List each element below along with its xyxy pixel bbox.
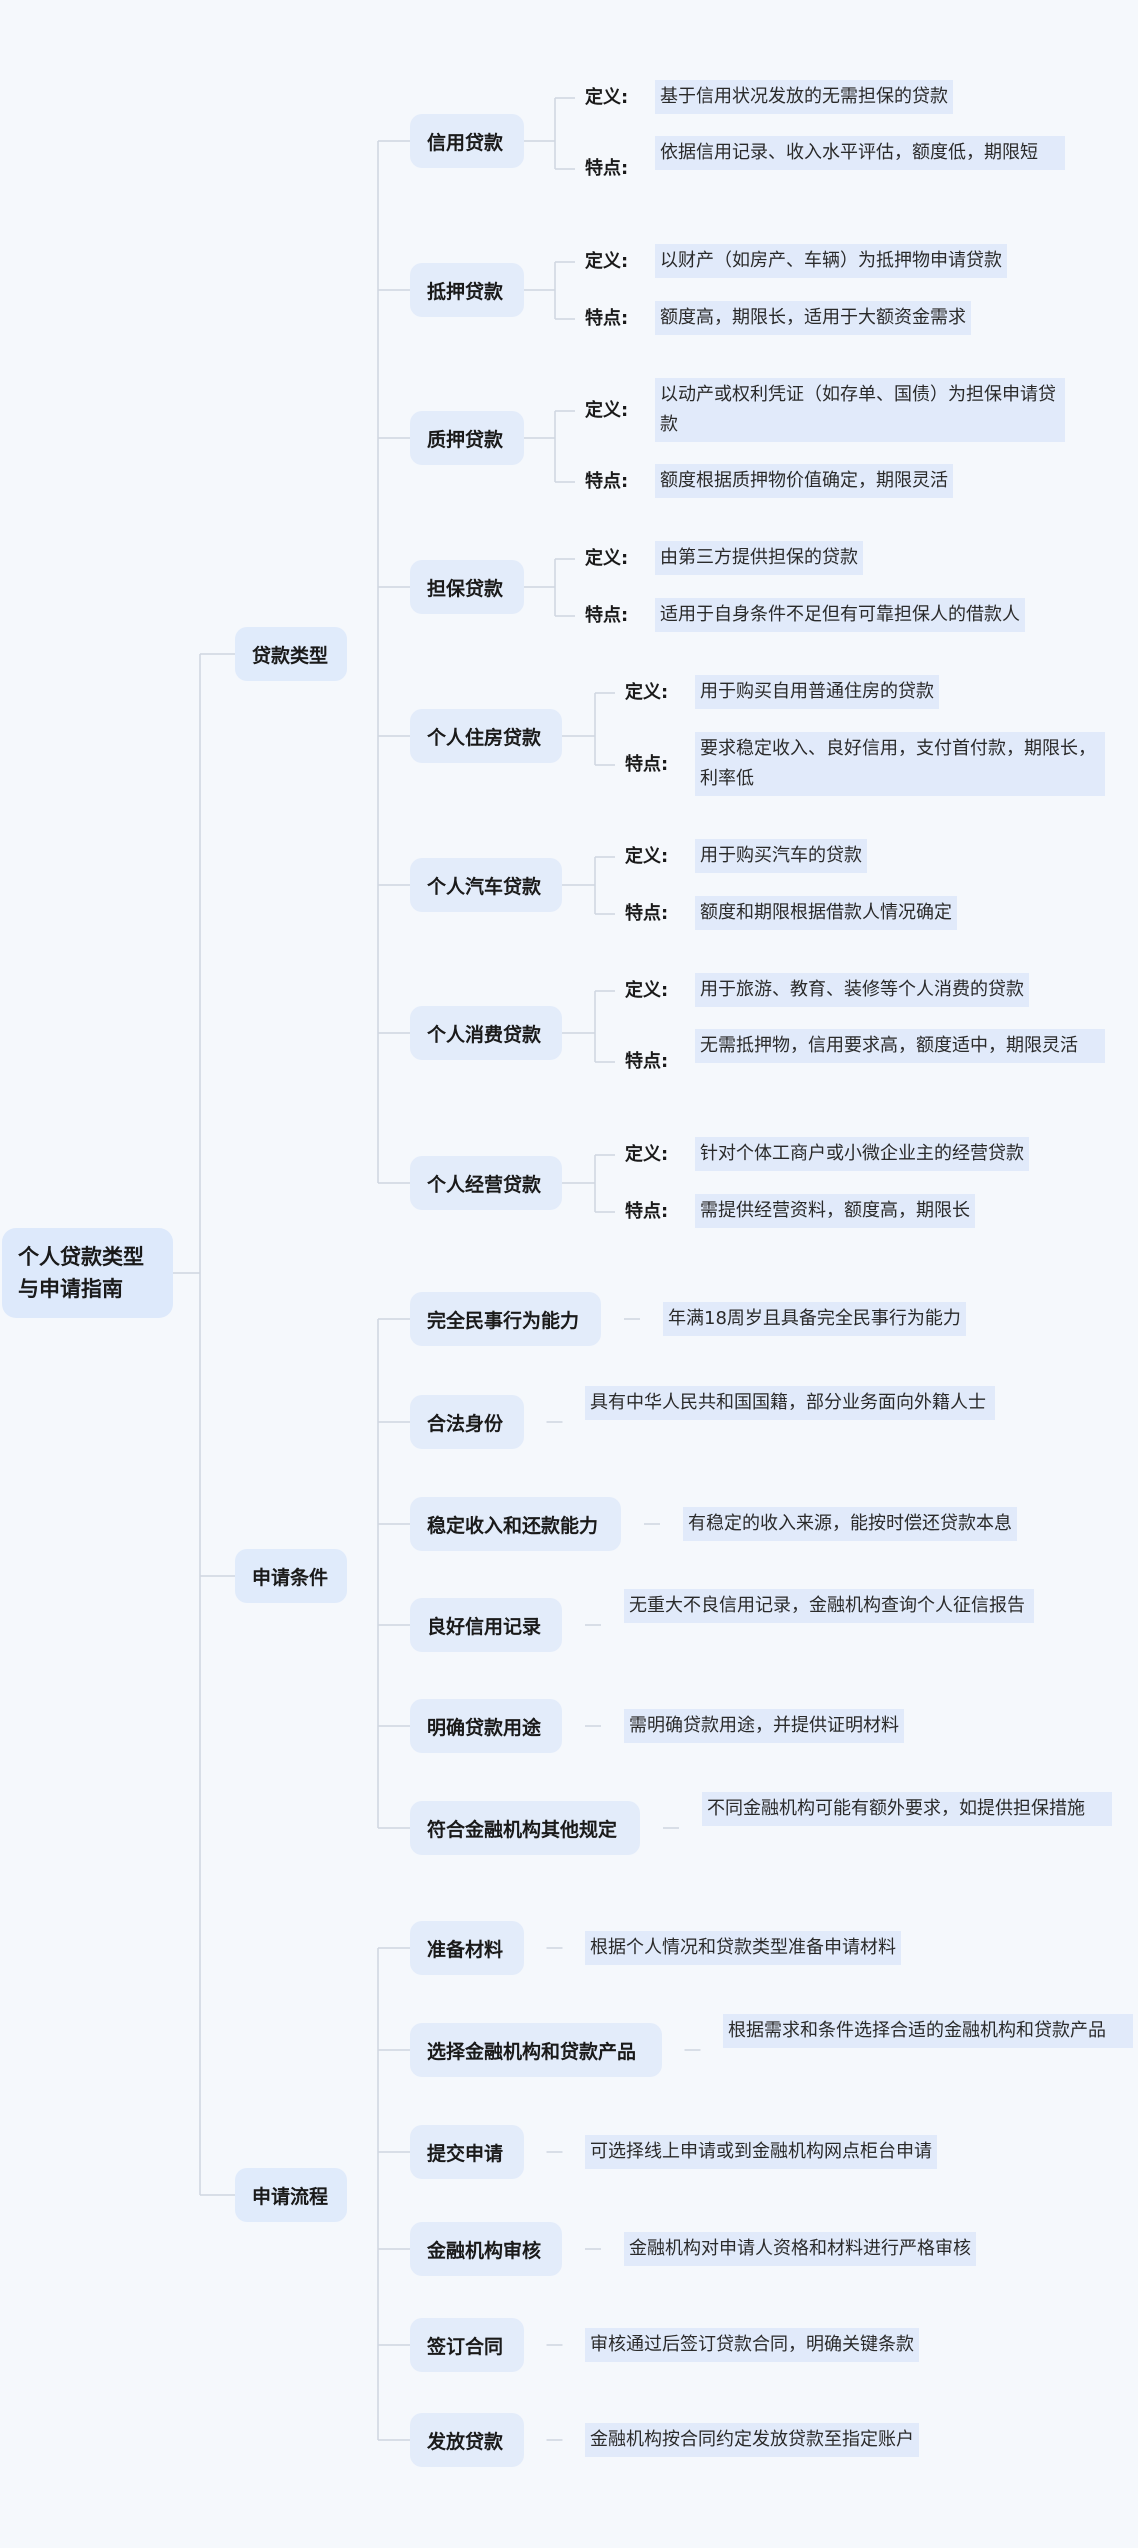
feature-label: 特点:	[585, 158, 629, 179]
requirement-desc: 无重大不良信用记录，金融机构查询个人征信报告	[624, 1589, 1034, 1623]
definition-label: 定义:	[625, 1144, 669, 1165]
section-requirements[interactable]: 申请条件	[235, 1549, 347, 1603]
step-desc: 审核通过后签订贷款合同，明确关键条款	[585, 2328, 919, 2362]
requirement-desc: 需明确贷款用途，并提供证明材料	[624, 1709, 904, 1743]
loan-type-guarantee[interactable]: 担保贷款	[410, 560, 524, 614]
definition-text: 基于信用状况发放的无需担保的贷款	[655, 80, 953, 114]
requirement-desc: 不同金融机构可能有额外要求，如提供担保措施	[702, 1792, 1112, 1826]
feature-text: 额度高，期限长，适用于大额资金需求	[655, 301, 971, 335]
definition-text: 以动产或权利凭证（如存单、国债）为担保申请贷款	[655, 378, 1065, 442]
step-desc: 根据需求和条件选择合适的金融机构和贷款产品	[723, 2014, 1133, 2048]
requirement-credit[interactable]: 良好信用记录	[410, 1598, 562, 1652]
definition-label: 定义:	[585, 400, 629, 421]
step-prepare[interactable]: 准备材料	[410, 1921, 524, 1975]
loan-type-pledge[interactable]: 质押贷款	[410, 411, 524, 465]
feature-text: 额度根据质押物价值确定，期限灵活	[655, 464, 953, 498]
definition-label: 定义:	[625, 682, 669, 703]
loan-type-housing[interactable]: 个人住房贷款	[410, 709, 562, 763]
loan-type-consumer[interactable]: 个人消费贷款	[410, 1006, 562, 1060]
definition-text: 由第三方提供担保的贷款	[655, 541, 863, 575]
requirement-capacity[interactable]: 完全民事行为能力	[410, 1292, 601, 1346]
feature-text: 需提供经营资料，额度高，期限长	[695, 1194, 975, 1228]
feature-text: 适用于自身条件不足但有可靠担保人的借款人	[655, 598, 1025, 632]
definition-text: 以财产（如房产、车辆）为抵押物申请贷款	[655, 244, 1007, 278]
requirement-desc: 有稳定的收入来源，能按时偿还贷款本息	[683, 1507, 1017, 1541]
feature-label: 特点:	[625, 1051, 669, 1072]
definition-label: 定义:	[625, 980, 669, 1001]
feature-label: 特点:	[625, 754, 669, 775]
step-submit[interactable]: 提交申请	[410, 2125, 524, 2179]
feature-label: 特点:	[585, 471, 629, 492]
requirement-purpose[interactable]: 明确贷款用途	[410, 1699, 562, 1753]
step-desc: 可选择线上申请或到金融机构网点柜台申请	[585, 2135, 937, 2169]
definition-text: 用于旅游、教育、装修等个人消费的贷款	[695, 973, 1029, 1007]
step-review[interactable]: 金融机构审核	[410, 2222, 562, 2276]
feature-label: 特点:	[625, 1201, 669, 1222]
step-desc: 根据个人情况和贷款类型准备申请材料	[585, 1931, 901, 1965]
requirement-income[interactable]: 稳定收入和还款能力	[410, 1497, 621, 1551]
feature-label: 特点:	[585, 308, 629, 329]
requirement-desc: 年满18周岁且具备完全民事行为能力	[663, 1302, 966, 1336]
definition-label: 定义:	[625, 846, 669, 867]
step-choose[interactable]: 选择金融机构和贷款产品	[410, 2023, 662, 2077]
feature-text: 额度和期限根据借款人情况确定	[695, 896, 957, 930]
feature-text: 要求稳定收入、良好信用，支付首付款，期限长，利率低	[695, 732, 1105, 796]
requirement-identity[interactable]: 合法身份	[410, 1395, 524, 1449]
step-desc: 金融机构对申请人资格和材料进行严格审核	[624, 2232, 976, 2266]
requirement-other[interactable]: 符合金融机构其他规定	[410, 1801, 640, 1855]
feature-text: 依据信用记录、收入水平评估，额度低，期限短	[655, 136, 1065, 170]
definition-text: 针对个体工商户或小微企业主的经营贷款	[695, 1137, 1029, 1171]
section-process[interactable]: 申请流程	[235, 2168, 347, 2222]
feature-label: 特点:	[585, 605, 629, 626]
step-disburse[interactable]: 发放贷款	[410, 2413, 524, 2467]
loan-type-credit[interactable]: 信用贷款	[410, 114, 524, 168]
definition-text: 用于购买自用普通住房的贷款	[695, 675, 939, 709]
loan-type-mortgage[interactable]: 抵押贷款	[410, 263, 524, 317]
step-desc: 金融机构按合同约定发放贷款至指定账户	[585, 2423, 919, 2457]
step-contract[interactable]: 签订合同	[410, 2318, 524, 2372]
loan-type-auto[interactable]: 个人汽车贷款	[410, 858, 562, 912]
definition-label: 定义:	[585, 87, 629, 108]
root-topic[interactable]: 个人贷款类型与申请指南	[2, 1228, 173, 1318]
feature-label: 特点:	[625, 903, 669, 924]
feature-text: 无需抵押物，信用要求高，额度适中，期限灵活	[695, 1029, 1105, 1063]
definition-label: 定义:	[585, 548, 629, 569]
loan-type-business[interactable]: 个人经营贷款	[410, 1156, 562, 1210]
definition-text: 用于购买汽车的贷款	[695, 839, 867, 873]
definition-label: 定义:	[585, 251, 629, 272]
requirement-desc: 具有中华人民共和国国籍，部分业务面向外籍人士	[585, 1386, 995, 1420]
section-loan-types[interactable]: 贷款类型	[235, 627, 347, 681]
